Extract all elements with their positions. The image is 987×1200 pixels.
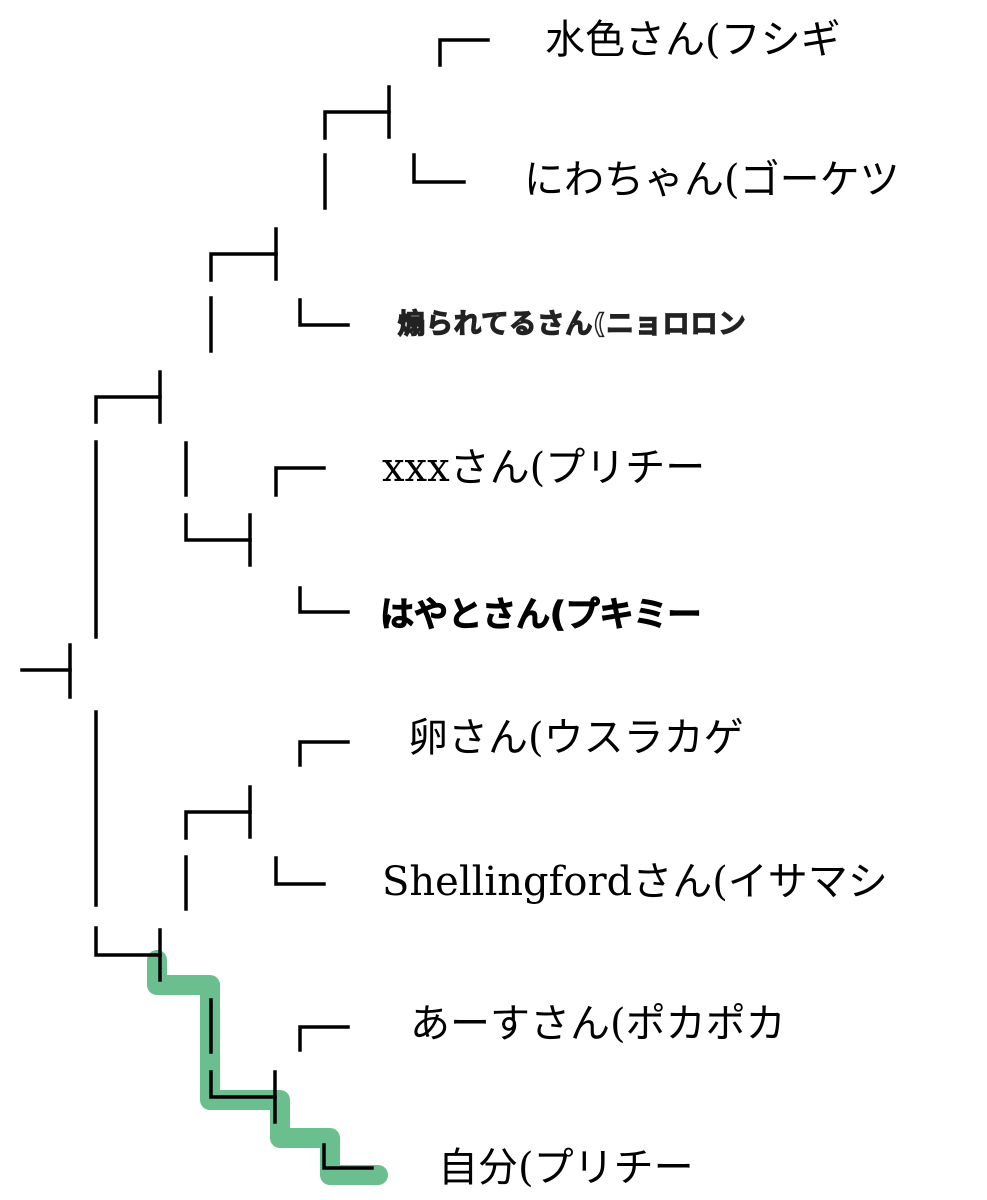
entrant-3-name: 煽られてるさん(ニョロロン	[397, 309, 747, 340]
match-12-3	[209, 252, 278, 282]
stub-entrant-9	[322, 1143, 374, 1170]
stub-entrant-4	[274, 466, 326, 497]
match-8-9	[209, 1070, 277, 1099]
lower-semi	[94, 926, 162, 957]
entrant-5-name: はやとさん(プキミー	[379, 595, 702, 635]
stub-entrant-6	[298, 740, 350, 767]
highlighted-winner-path	[147, 950, 388, 1185]
stub-entrant-7	[274, 856, 326, 886]
match-6-7	[184, 810, 252, 840]
bracket-lines	[20, 38, 490, 1170]
entrant-4-name: xxxさん(プリチー	[382, 445, 706, 491]
entrant-8-name: あーすさん(ポカポカ	[410, 1001, 786, 1047]
match-1-2	[323, 110, 391, 140]
entrant-9-name: 自分(プリチー	[438, 1145, 694, 1191]
match-4-5	[184, 513, 252, 542]
stub-entrant-3	[298, 298, 350, 327]
entrant-1-name: 水色さん(フシギ	[545, 17, 841, 63]
upper-semi	[94, 395, 162, 424]
entrant-7-name: Shellingfordさん(イサマシ	[382, 859, 888, 905]
entrant-2-name: にわちゃん(ゴーケツ	[524, 157, 900, 203]
stub-entrant-5	[298, 586, 350, 614]
stub-entrant-2	[412, 153, 466, 184]
stub-entrant-8	[298, 1025, 350, 1052]
entrant-6-name: 卵さん(ウスラカゲ	[408, 715, 744, 761]
stub-entrant-1	[438, 38, 490, 67]
